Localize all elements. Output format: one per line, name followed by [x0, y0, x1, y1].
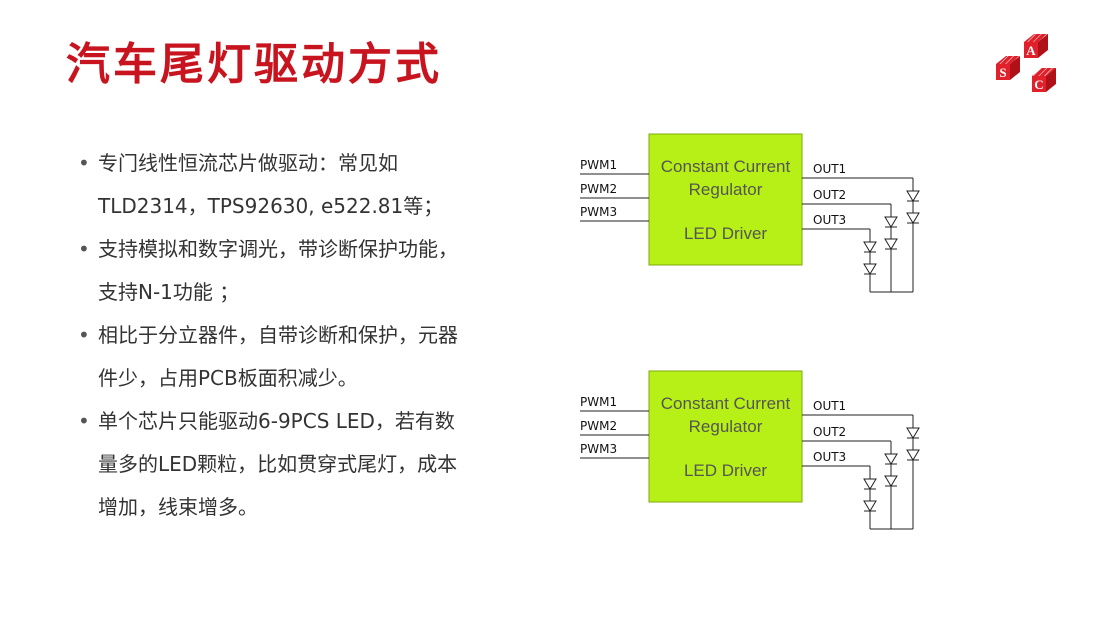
led-diode-icon: [863, 263, 877, 275]
driver-box-subtitle: Regulator: [689, 180, 763, 199]
led-diode-icon: [906, 427, 920, 439]
led-diode-icon: [906, 212, 920, 224]
driver-box-title: Constant Current: [661, 157, 791, 176]
bullet-line: 支持模拟和数字调光，带诊断保护功能，: [98, 237, 458, 261]
driver-box-label: LED Driver: [684, 461, 767, 480]
output-label: OUT3: [813, 450, 846, 464]
led-diode-icon: [906, 190, 920, 202]
bullet-line: 量多的LED颗粒，比如贯穿式尾灯，成本: [98, 452, 458, 476]
bullet-line: 相比于分立器件，自带诊断和保护，元器: [98, 323, 458, 347]
input-label: PWM1: [580, 395, 617, 409]
led-diode-icon: [863, 478, 877, 490]
logo-cube-c: C: [1032, 68, 1056, 92]
input-label: PWM3: [580, 442, 617, 456]
led-diode-icon: [884, 475, 898, 487]
logo-letter-c: C: [1034, 77, 1043, 92]
input-label: PWM2: [580, 182, 617, 196]
output-label: OUT2: [813, 188, 846, 202]
bullet-item: 相比于分立器件，自带诊断和保护，元器 件少，占用PCB板面积减少。: [78, 314, 498, 400]
logo-cube-a: A: [1024, 34, 1048, 58]
output-label: OUT1: [813, 399, 846, 413]
led-diode-icon: [906, 449, 920, 461]
led-diode-icon: [863, 241, 877, 253]
bullet-line: 件少，占用PCB板面积减少。: [98, 366, 358, 390]
bullet-line: 支持N-1功能 ；: [98, 280, 240, 304]
asc-logo: A S C: [996, 34, 1056, 92]
bullet-line: 专门线性恒流芯片做驱动：常见如: [98, 151, 398, 175]
logo-letter-a: A: [1026, 43, 1036, 58]
output-label: OUT2: [813, 425, 846, 439]
bullet-line: 增加，线束增多。: [98, 495, 258, 519]
bullet-line: TLD2314，TPS92630, e522.81等；: [98, 194, 444, 218]
input-label: PWM3: [580, 205, 617, 219]
led-diode-icon: [884, 238, 898, 250]
logo-cube-s: S: [996, 56, 1020, 80]
logo-letter-s: S: [999, 65, 1006, 80]
bullet-line: 单个芯片只能驱动6-9PCS LED，若有数: [98, 409, 455, 433]
bullet-list: 专门线性恒流芯片做驱动：常见如 TLD2314，TPS92630, e522.8…: [78, 142, 498, 529]
led-diode-icon: [884, 216, 898, 228]
output-label: OUT1: [813, 162, 846, 176]
led-diode-icon: [884, 453, 898, 465]
driver-box: [648, 133, 803, 266]
led-diode-icon: [863, 500, 877, 512]
bullet-item: 专门线性恒流芯片做驱动：常见如 TLD2314，TPS92630, e522.8…: [78, 142, 498, 228]
driver-box-title: Constant Current: [661, 394, 791, 413]
output-label: OUT3: [813, 213, 846, 227]
driver-box-label: LED Driver: [684, 224, 767, 243]
bullet-item: 单个芯片只能驱动6-9PCS LED，若有数 量多的LED颗粒，比如贯穿式尾灯，…: [78, 400, 498, 529]
input-label: PWM2: [580, 419, 617, 433]
driver-box-subtitle: Regulator: [689, 417, 763, 436]
bullet-item: 支持模拟和数字调光，带诊断保护功能， 支持N-1功能 ；: [78, 228, 498, 314]
page-title: 汽车尾灯驱动方式: [66, 39, 442, 90]
input-label: PWM1: [580, 158, 617, 172]
driver-box: [648, 370, 803, 503]
